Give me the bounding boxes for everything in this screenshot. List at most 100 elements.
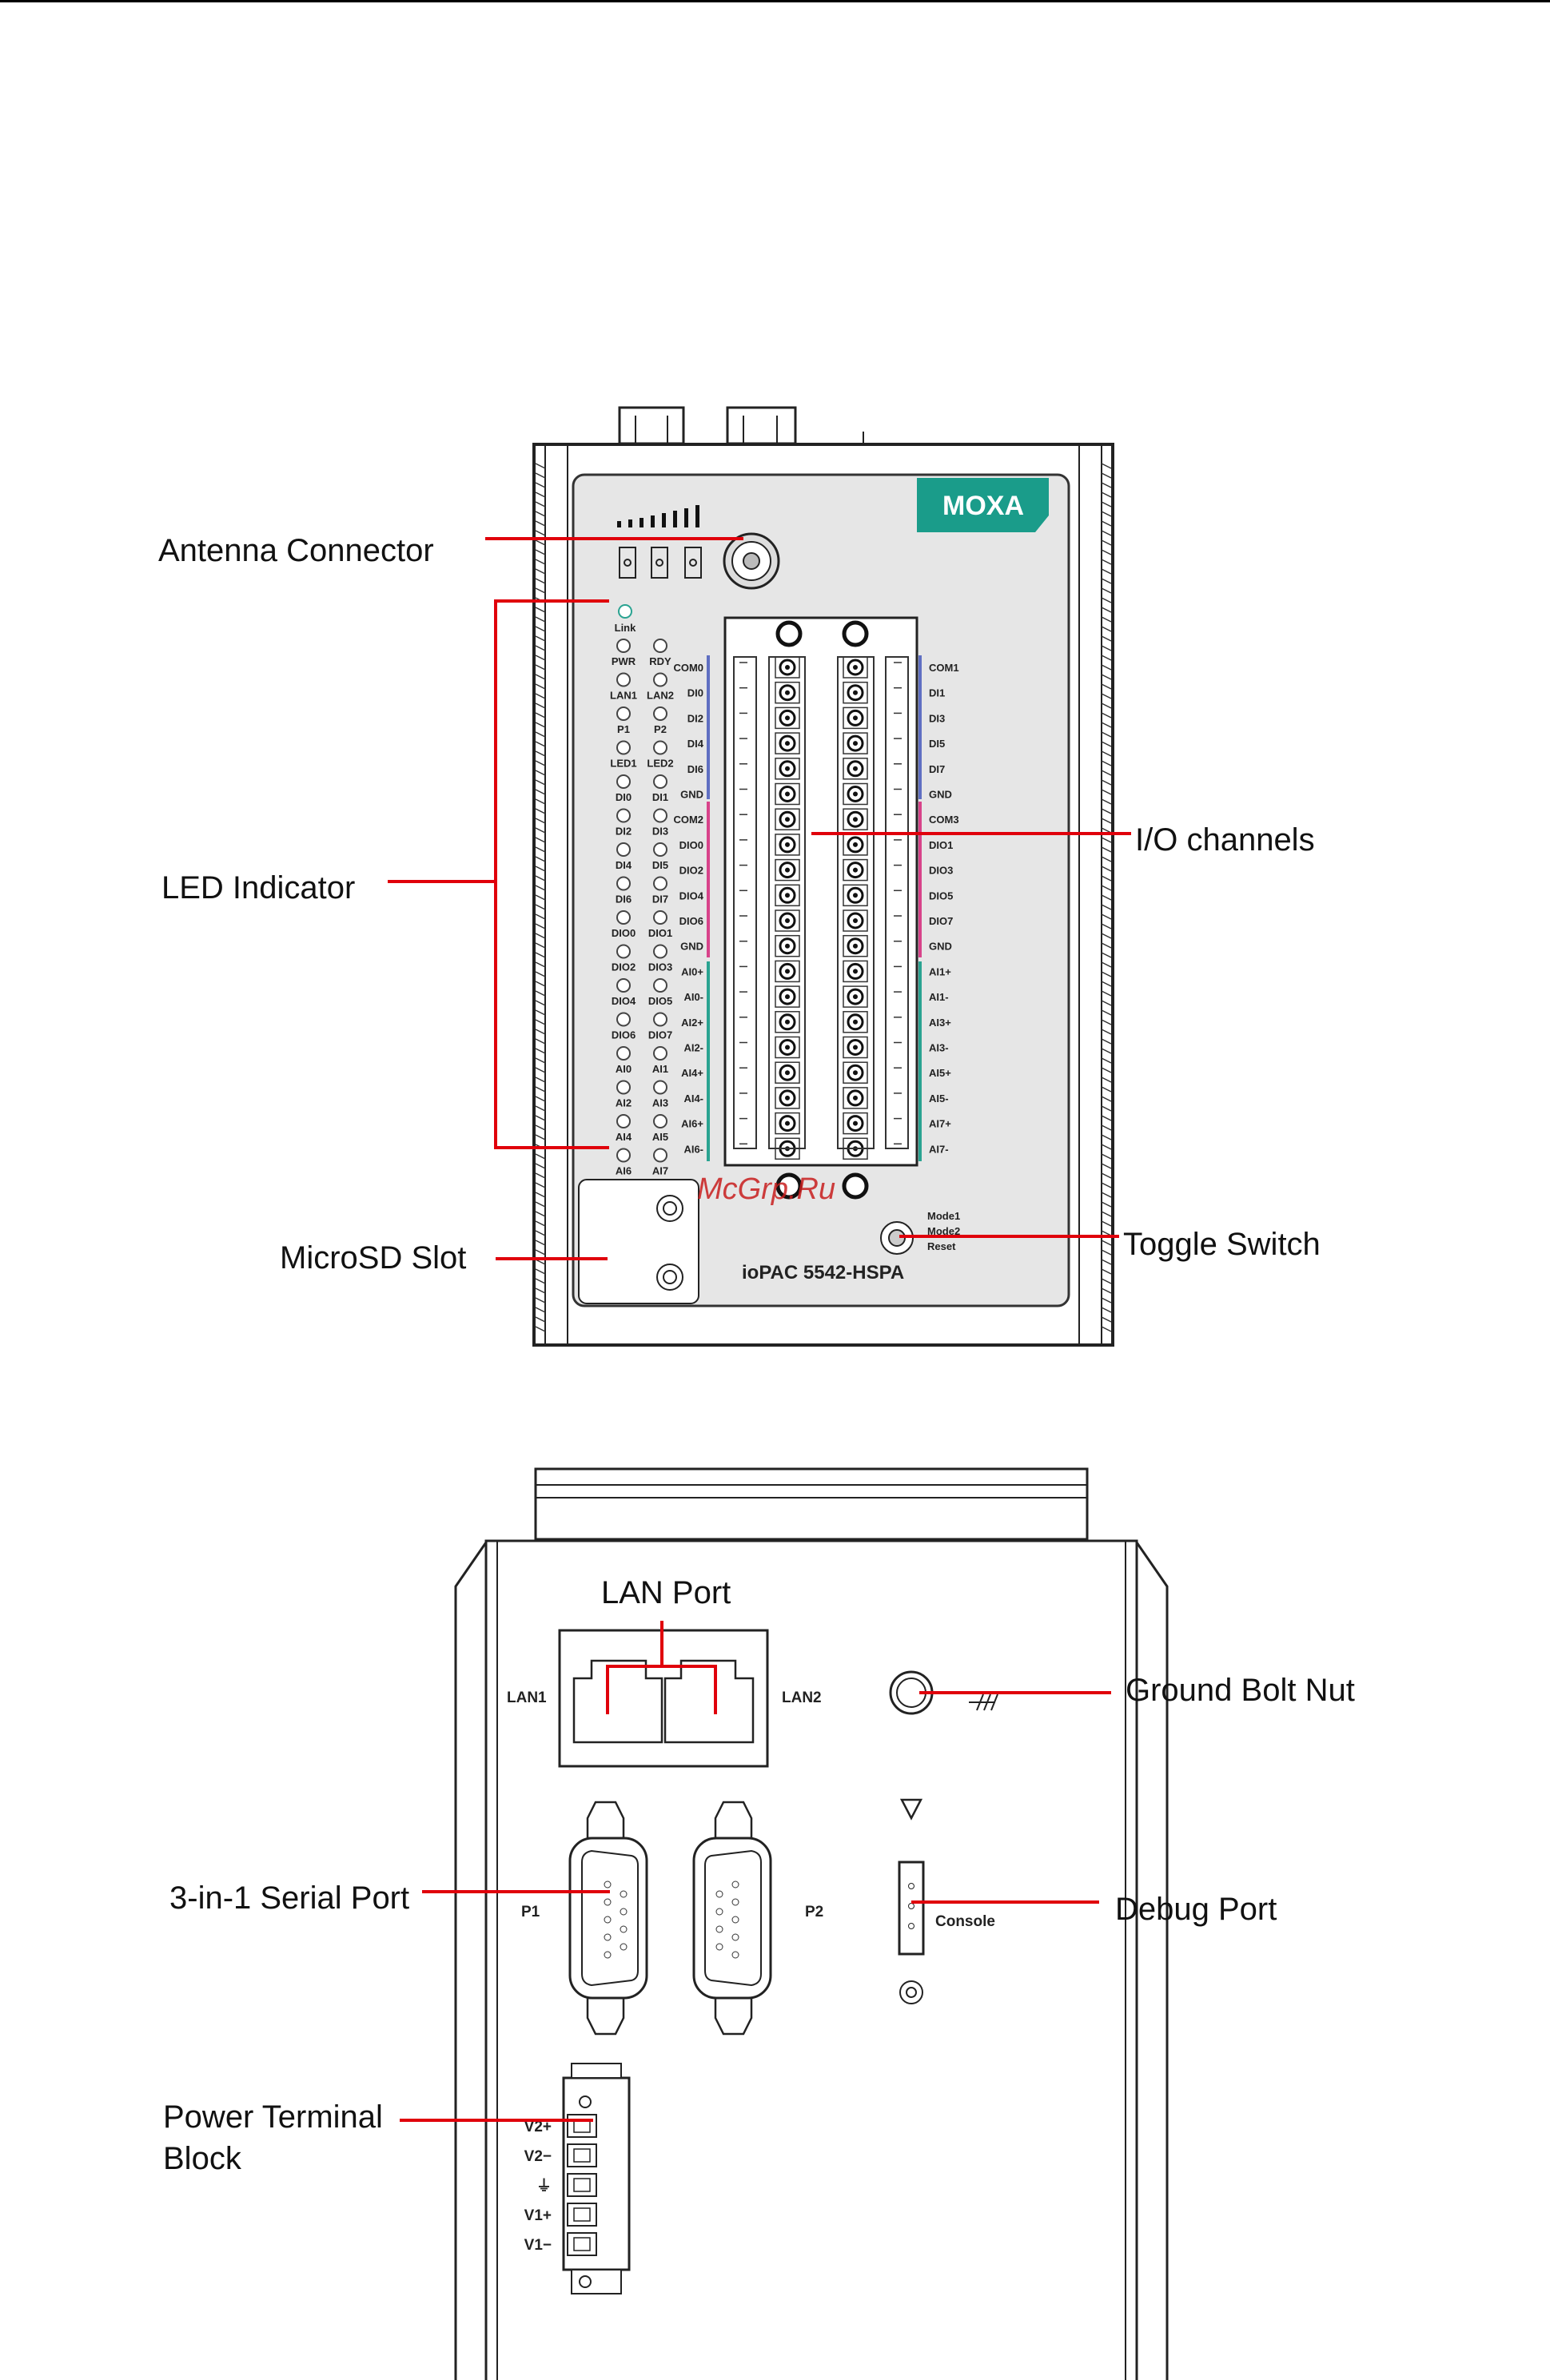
led-di5 bbox=[653, 842, 667, 857]
callout-label-microsd: MicroSD Slot bbox=[280, 1240, 466, 1276]
watermark: McGrp.Ru bbox=[697, 1172, 835, 1206]
callout-label-debug: Debug Port bbox=[1115, 1892, 1277, 1927]
led-p1 bbox=[616, 706, 631, 721]
led-label-ai1: AI1 bbox=[652, 1063, 668, 1075]
led-led1 bbox=[616, 740, 631, 755]
led-ai7 bbox=[653, 1148, 667, 1163]
led-label-ai7: AI7 bbox=[652, 1165, 668, 1177]
led-label-led2: LED2 bbox=[647, 758, 673, 770]
serial-port-p2[interactable] bbox=[692, 1801, 772, 2036]
microsd-slot[interactable] bbox=[578, 1179, 699, 1304]
io-label-left: DIO0 bbox=[679, 839, 703, 851]
led-p2 bbox=[653, 706, 667, 721]
callout-microsd: MicroSD Slot bbox=[280, 1240, 608, 1276]
io-label-left: AI4- bbox=[683, 1092, 703, 1104]
console-port[interactable] bbox=[898, 1798, 925, 2004]
io-label-right: COM3 bbox=[929, 814, 959, 826]
toggle-label-mode1: Mode1 bbox=[927, 1210, 960, 1222]
led-label-di6: DI6 bbox=[616, 893, 632, 905]
lan1-label: LAN1 bbox=[507, 1689, 547, 1706]
led-pwr bbox=[616, 639, 631, 653]
lan2-label: LAN2 bbox=[782, 1689, 822, 1706]
model-name: ioPAC 5542-HSPA bbox=[742, 1262, 904, 1284]
callout-led: LED Indicator bbox=[161, 599, 609, 1149]
led-label-di0: DI0 bbox=[616, 791, 632, 803]
signal-strength-icon bbox=[617, 505, 699, 527]
callout-power: Power Terminal Block bbox=[163, 2099, 593, 2176]
led-label-di3: DI3 bbox=[652, 826, 668, 838]
io-label-right: AI5+ bbox=[929, 1067, 951, 1079]
led-dio0 bbox=[616, 910, 631, 925]
led-dio3 bbox=[653, 944, 667, 959]
led-di0 bbox=[616, 774, 631, 789]
led-label-led1: LED1 bbox=[610, 758, 636, 770]
io-label-left: COM2 bbox=[673, 814, 703, 826]
io-label-left: AI2+ bbox=[681, 1017, 703, 1029]
led-label-ai6: AI6 bbox=[616, 1165, 632, 1177]
led-di3 bbox=[653, 808, 667, 823]
io-label-right: AI1- bbox=[929, 991, 949, 1003]
toggle-label-reset: Reset bbox=[927, 1240, 956, 1252]
io-label-right: AI5- bbox=[929, 1092, 949, 1104]
io-label-right: DI1 bbox=[929, 687, 945, 699]
led-label-lan2: LAN2 bbox=[647, 690, 674, 702]
led-led2 bbox=[653, 740, 667, 755]
led-ai3 bbox=[653, 1080, 667, 1095]
io-label-right: GND bbox=[929, 789, 952, 801]
led-rdy bbox=[653, 639, 667, 653]
antenna-connector-icon[interactable] bbox=[723, 532, 780, 590]
io-label-left: DIO2 bbox=[679, 865, 703, 877]
p1-label: P1 bbox=[521, 1904, 540, 1920]
io-label-left: DI2 bbox=[687, 712, 703, 724]
callout-antenna: Antenna Connector bbox=[158, 533, 743, 568]
io-label-right: AI3- bbox=[929, 1042, 949, 1054]
led-label-ai0: AI0 bbox=[616, 1063, 632, 1075]
callout-label-led: LED Indicator bbox=[161, 870, 355, 905]
led-di4 bbox=[616, 842, 631, 857]
power-pin-label: ⏚ bbox=[536, 2177, 552, 2195]
led-label-link: Link bbox=[615, 622, 636, 634]
led-label-dio4: DIO4 bbox=[612, 995, 636, 1007]
io-label-right: AI1+ bbox=[929, 965, 951, 977]
callout-debug: Debug Port bbox=[911, 1892, 1277, 1927]
power-pin-label: V1− bbox=[524, 2237, 552, 2254]
power-terminal-block[interactable] bbox=[562, 2063, 631, 2294]
led-di2 bbox=[616, 808, 631, 823]
callout-label-io: I/O channels bbox=[1135, 822, 1315, 858]
io-label-right: AI7- bbox=[929, 1143, 949, 1155]
led-dio1 bbox=[653, 910, 667, 925]
io-label-right: DIO7 bbox=[929, 915, 953, 927]
led-ai1 bbox=[653, 1046, 667, 1061]
led-label-ai5: AI5 bbox=[652, 1131, 668, 1143]
led-dio2 bbox=[616, 944, 631, 959]
led-ai6 bbox=[616, 1148, 631, 1163]
led-label-di2: DI2 bbox=[616, 826, 632, 838]
led-di7 bbox=[653, 876, 667, 891]
brand-logo-text: MOXA bbox=[942, 491, 1024, 521]
led-label-di7: DI7 bbox=[652, 893, 668, 905]
callout-toggle: Toggle Switch bbox=[899, 1227, 1321, 1262]
io-label-left: AI0- bbox=[683, 991, 703, 1003]
led-label-ai4: AI4 bbox=[616, 1131, 632, 1143]
io-label-left: GND bbox=[680, 789, 703, 801]
led-dio4 bbox=[616, 978, 631, 993]
led-label-rdy: RDY bbox=[649, 655, 671, 667]
led-label-p2: P2 bbox=[654, 723, 667, 735]
lan-ports[interactable] bbox=[558, 1629, 769, 1768]
bottom-view: LAN1 LAN2 P1 P2 bbox=[454, 1467, 1169, 2380]
led-label-dio6: DIO6 bbox=[612, 1029, 636, 1041]
led-lan2 bbox=[653, 672, 667, 687]
serial-port-p1[interactable] bbox=[568, 1801, 648, 2036]
io-label-right: DI7 bbox=[929, 763, 945, 775]
led-lan1 bbox=[616, 672, 631, 687]
power-pin-label: V2+ bbox=[524, 2119, 552, 2135]
io-label-left: GND bbox=[680, 941, 703, 953]
io-label-left: DI6 bbox=[687, 763, 703, 775]
led-ai0 bbox=[616, 1046, 631, 1061]
led-dio7 bbox=[653, 1012, 667, 1027]
page-top-rule bbox=[0, 0, 1550, 2]
io-label-right: DI5 bbox=[929, 738, 945, 750]
toggle-switch[interactable] bbox=[880, 1221, 914, 1255]
